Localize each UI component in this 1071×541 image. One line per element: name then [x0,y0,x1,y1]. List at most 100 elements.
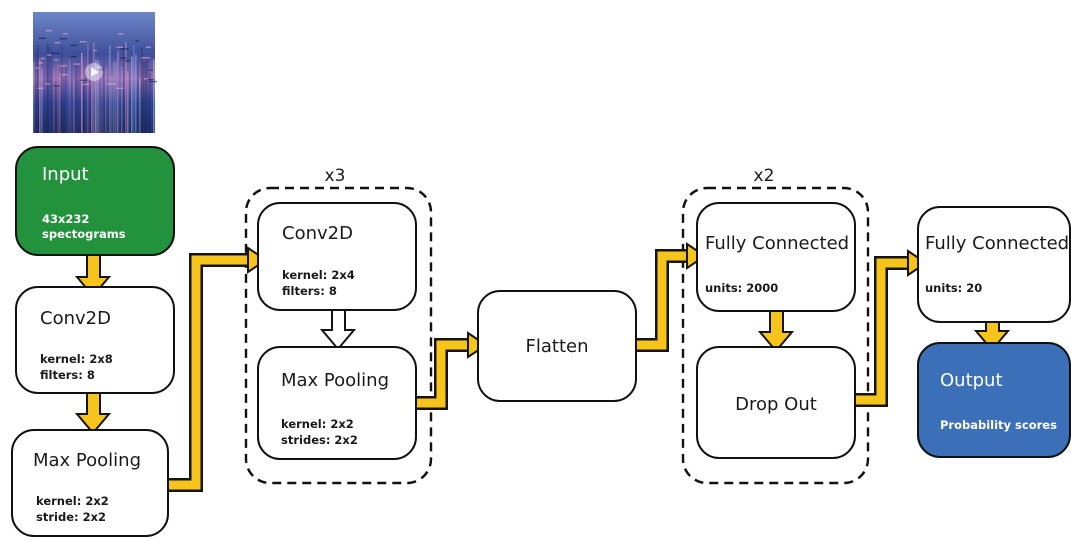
spectrogram-stripe [69,60,71,133]
repeat-group-x2-label: x2 [754,166,775,186]
spectrogram-speckle [141,56,150,59]
spectrogram-stripe [139,78,141,133]
conv2d-node-2: Conv2D kernel: 2x4 filters: 8 [257,202,417,311]
spectrogram-speckle [79,79,88,81]
maxpool-1-kernel: kernel: 2x2 [36,494,109,508]
spectrogram-speckle [82,83,90,86]
spectrogram-stripe [151,81,153,133]
spectrogram-stripe [67,68,69,133]
spectrogram-stripe [109,45,111,134]
input-node: Input 43x232 spectograms [15,146,175,256]
spectrogram-speckle [38,37,47,40]
spectrogram-speckle [98,69,105,71]
spectrogram-speckle [41,57,45,60]
repeat-group-x2 [681,186,870,485]
spectrogram-stripe [137,59,139,133]
spectrogram-stripe [93,42,95,133]
arrow-fc1-to-dropout [757,309,795,353]
input-title: Input [42,164,89,185]
spectrogram-speckle [107,83,116,85]
spectrogram-stripe [61,45,63,133]
input-dims: 43x232 [42,212,89,226]
spectrogram-speckle [37,87,44,89]
spectrogram-speckle [135,40,139,42]
spectrogram-stripe [79,51,81,133]
spectrogram-stripe [87,42,89,133]
fc-1-units: units: 2000 [705,281,778,295]
spectrogram-stripe [113,61,115,133]
spectrogram-speckle [124,60,131,62]
spectrogram-stripe [121,66,123,133]
spectrogram-speckle [93,49,97,52]
maxpool-1-title: Max Pooling [33,450,141,471]
output-title: Output [940,370,1003,391]
spectrogram-stripe [99,60,101,134]
spectrogram-speckle [51,52,60,55]
spectrogram-stripe [65,66,67,133]
spectrogram-stripe [55,81,57,133]
spectrogram-speckle [147,78,155,81]
spectrogram-speckle [116,87,124,90]
output-node: Output Probability scores [917,342,1071,458]
spectrogram-stripe [71,58,73,133]
maxpool-2-title: Max Pooling [281,370,389,391]
spectrogram-stripe [89,50,91,134]
spectrogram-stripe [81,52,83,133]
spectrogram-stripe [119,47,121,133]
spectrogram-speckle [143,78,150,80]
output-desc: Probability scores [940,418,1057,432]
spectrogram-speckle [45,30,52,32]
conv2d-node-1: Conv2D kernel: 2x8 filters: 8 [15,286,175,394]
spectrogram-stripe [117,51,119,133]
repeat-group-x3-label: x3 [325,166,346,186]
arrow-conv2d-to-maxpool [74,392,112,435]
spectrogram-stripe [111,75,113,133]
connector-maxpool1-to-conv2d2 [162,246,268,492]
spectrogram-stripe [37,45,39,133]
spectrogram-stripe [43,51,45,133]
spectrogram-stripe [41,68,43,133]
spectrogram-speckle [148,69,153,71]
spectrogram-stripe [143,61,145,133]
spectrogram-speckle [149,80,157,83]
arrow-conv2d2-to-maxpool2 [319,306,357,351]
spectrogram-speckle [116,46,123,48]
spectrogram-stripe [131,56,133,133]
conv2d-2-kernel: kernel: 2x4 [282,268,355,282]
spectrogram-stripe [127,71,129,133]
spectrogram-stripe [51,49,53,133]
spectrogram-speckle [118,33,124,35]
spectrogram-thumbnail [33,12,157,134]
output-box [917,342,1071,458]
spectrogram-stripe [149,73,151,133]
spectrogram-stripe [91,71,93,133]
spectrogram-stripe [47,44,49,133]
spectrogram-speckle [95,66,101,69]
maxpool-node-1: Max Pooling kernel: 2x2 stride: 2x2 [11,429,169,537]
maxpool-node-2: Max Pooling kernel: 2x2 strides: 2x2 [257,346,417,460]
spectrogram-stripe [77,60,79,134]
spectrogram-stripe [103,48,105,133]
spectrogram-speckle [38,62,44,64]
spectrogram-stripe [135,54,137,134]
maxpool-2-strides: strides: 2x2 [281,433,358,447]
spectrogram-speckle [44,83,50,85]
maxpool-2-kernel: kernel: 2x2 [281,417,354,431]
fc-1-title: Fully Connected [705,233,849,254]
spectrogram-stripe [95,59,97,133]
spectrogram-stripe [145,60,147,133]
spectrogram-speckle [53,59,59,61]
spectrogram-stripe [115,61,117,134]
play-icon-triangle [91,67,99,77]
connector-maxpool2-to-flatten [410,331,488,410]
spectrogram-stripe [123,46,125,133]
conv2d-1-kernel: kernel: 2x8 [40,352,113,366]
spectrogram-speckle [70,44,77,46]
spectrogram-stripe [147,58,149,134]
fc-2-title: Fully Connected [925,233,1069,254]
conv2d-1-title: Conv2D [40,308,111,329]
spectrogram-stripe [59,72,61,133]
spectrogram-speckle [73,63,80,65]
spectrogram-stripe [35,51,37,133]
